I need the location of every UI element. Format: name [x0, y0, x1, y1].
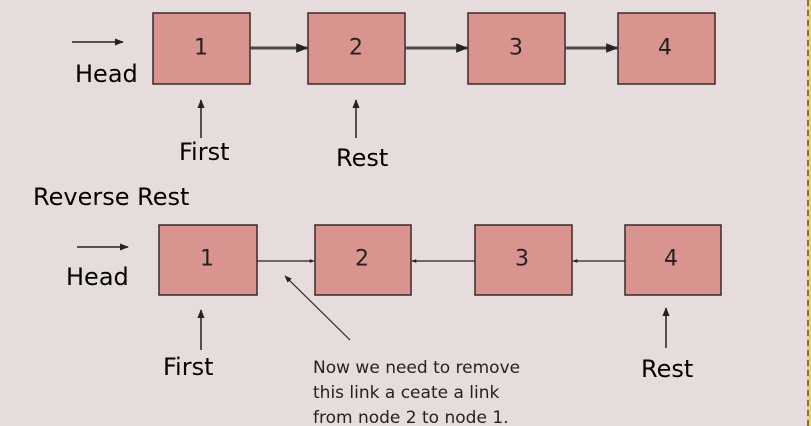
bottom-rest-label: Rest: [641, 355, 693, 383]
bottom-node-3: 3: [474, 224, 573, 296]
top-first-label: First: [179, 138, 230, 166]
bottom-node-2-value: 2: [355, 247, 369, 272]
dashed-border: [807, 0, 809, 426]
side-strip: [807, 0, 811, 426]
top-node-4-value: 4: [658, 36, 672, 61]
top-node-3-value: 3: [509, 36, 523, 61]
bottom-node-2: 2: [314, 224, 412, 296]
note-pointer: [284, 275, 351, 341]
bottom-first-label: First: [163, 353, 214, 381]
bottom-list: Head 1 2 3 4 First Rest Now we need to r…: [66, 224, 722, 426]
top-node-2: 2: [307, 12, 406, 85]
top-head-label: Head: [75, 60, 138, 88]
top-rest-label: Rest: [336, 144, 388, 172]
top-node-1: 1: [152, 12, 251, 85]
bottom-head-label: Head: [66, 263, 129, 291]
top-node-1-value: 1: [194, 36, 208, 61]
bottom-node-1: 1: [158, 224, 258, 296]
bottom-node-4-value: 4: [664, 247, 678, 272]
note-line-1: Now we need to remove: [313, 358, 520, 378]
top-node-3: 3: [467, 12, 566, 85]
bottom-node-4: 4: [624, 224, 722, 296]
bottom-node-1-value: 1: [200, 247, 214, 272]
section-title: Reverse Rest: [33, 183, 189, 211]
top-list: Head 1 2 3 4 First Rest: [72, 12, 716, 172]
note-line-2: this link a ceate a link: [313, 383, 500, 403]
note-line-3: from node 2 to node 1.: [313, 408, 509, 426]
bottom-node-3-value: 3: [515, 247, 529, 272]
top-node-4: 4: [617, 12, 716, 85]
top-node-2-value: 2: [349, 36, 363, 61]
